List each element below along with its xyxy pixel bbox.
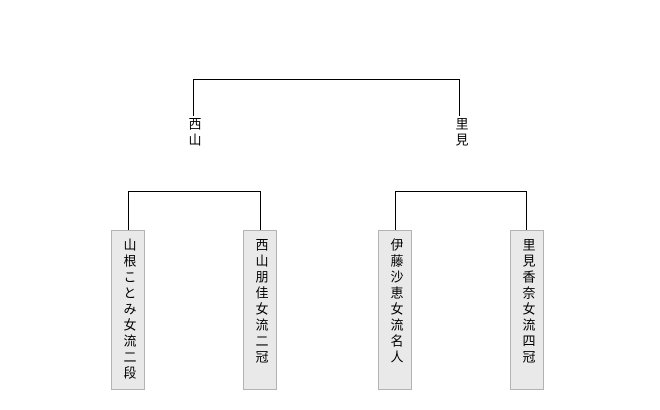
finalist-left-name: 西山 (185, 117, 201, 149)
player-name: 伊藤沙恵女流名人 (387, 238, 403, 366)
final-bracket-right-vertical-line (459, 79, 460, 116)
player-box: 山根ことみ女流二段 (111, 230, 145, 390)
final-bracket-horizontal-line (193, 79, 460, 80)
player-name: 山根ことみ女流二段 (120, 238, 136, 382)
finalist-right-label: 里見 (443, 117, 477, 149)
semifinal-right-vertical-line-2 (526, 191, 527, 230)
semifinal-right-horizontal-line (395, 191, 527, 192)
player-name: 西山朋佳女流二冠 (252, 238, 268, 366)
semifinal-left-horizontal-line (128, 191, 261, 192)
player-box: 里見香奈女流四冠 (510, 230, 544, 390)
semifinal-left-vertical-line-1 (128, 191, 129, 230)
player-box: 西山朋佳女流二冠 (243, 230, 277, 390)
player-box: 伊藤沙恵女流名人 (378, 230, 412, 390)
player-name: 里見香奈女流四冠 (519, 238, 535, 366)
finalist-right-name: 里見 (452, 117, 468, 149)
semifinal-right-vertical-line-1 (395, 191, 396, 230)
finalist-left-label: 西山 (176, 117, 210, 149)
semifinal-left-vertical-line-2 (260, 191, 261, 230)
final-bracket-left-vertical-line (193, 79, 194, 116)
